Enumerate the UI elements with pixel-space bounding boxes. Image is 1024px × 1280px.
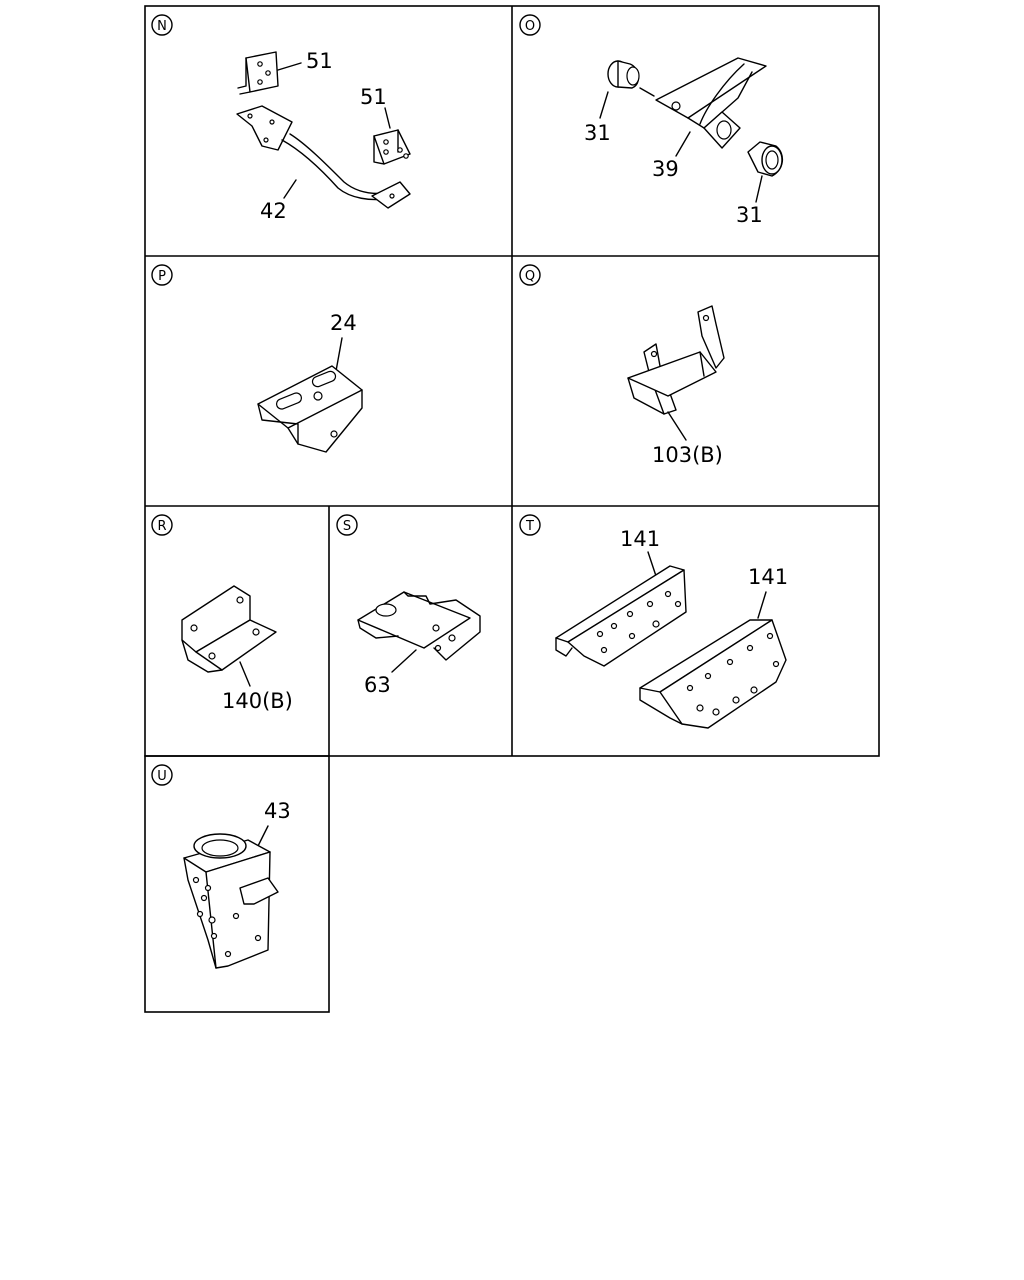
crossmember-42-drawing <box>236 105 411 209</box>
svg-text:Q: Q <box>525 269 535 284</box>
bushing-31-right-drawing <box>747 141 783 203</box>
panel-letter-t: T <box>519 514 541 536</box>
panel-letter-n: N <box>151 14 173 36</box>
part-label-39: 39 <box>652 157 679 181</box>
bracket-103b-drawing <box>627 305 725 415</box>
panel-u: U 43 <box>151 764 291 969</box>
bushing-31-left-drawing <box>599 60 655 119</box>
panel-s: S 63 <box>336 514 481 697</box>
part-label-51-right: 51 <box>360 85 387 109</box>
bracket-51-top-drawing <box>237 51 302 95</box>
part-label-42: 42 <box>260 199 287 223</box>
panel-q: Q 103(B) <box>519 264 725 467</box>
panel-t: T 141 141 <box>519 514 788 729</box>
part-label-141-left: 141 <box>620 527 660 551</box>
bracket-51-right-drawing <box>373 107 411 165</box>
panel-letter-q: Q <box>519 264 541 286</box>
part-label-103b: 103(B) <box>652 443 723 467</box>
svg-text:U: U <box>157 769 167 784</box>
panel-letter-u: U <box>151 764 173 786</box>
bracket-24-drawing <box>257 365 363 453</box>
part-label-140b: 140(B) <box>222 689 293 713</box>
panel-n: N 51 42 51 <box>151 14 411 223</box>
svg-text:N: N <box>157 19 167 34</box>
part-label-31-left: 31 <box>584 121 611 145</box>
bracket-63-drawing <box>357 591 481 661</box>
part-label-51-top: 51 <box>306 49 333 73</box>
panel-o: O 31 39 31 <box>519 14 783 227</box>
panel-letter-r: R <box>151 514 173 536</box>
bracket-43-drawing <box>183 833 279 969</box>
bracket-141-right-drawing <box>639 619 787 729</box>
part-label-24: 24 <box>330 311 357 335</box>
part-label-63: 63 <box>364 673 391 697</box>
svg-text:O: O <box>525 19 535 34</box>
svg-text:P: P <box>158 269 166 284</box>
panel-letter-s: S <box>336 514 358 536</box>
svg-text:R: R <box>157 519 166 534</box>
panel-p: P 24 <box>151 264 363 453</box>
panel-letter-p: P <box>151 264 173 286</box>
panel-r: R 140(B) <box>151 514 293 713</box>
part-label-141-right: 141 <box>748 565 788 589</box>
part-label-43: 43 <box>264 799 291 823</box>
panel-letter-o: O <box>519 14 541 36</box>
svg-text:S: S <box>343 519 351 534</box>
bracket-140b-drawing <box>181 585 277 673</box>
bracket-39-drawing <box>655 57 767 149</box>
svg-text:T: T <box>525 519 534 534</box>
bracket-141-left-drawing <box>555 565 687 667</box>
panel-frames <box>144 5 880 1013</box>
part-label-31-right: 31 <box>736 203 763 227</box>
